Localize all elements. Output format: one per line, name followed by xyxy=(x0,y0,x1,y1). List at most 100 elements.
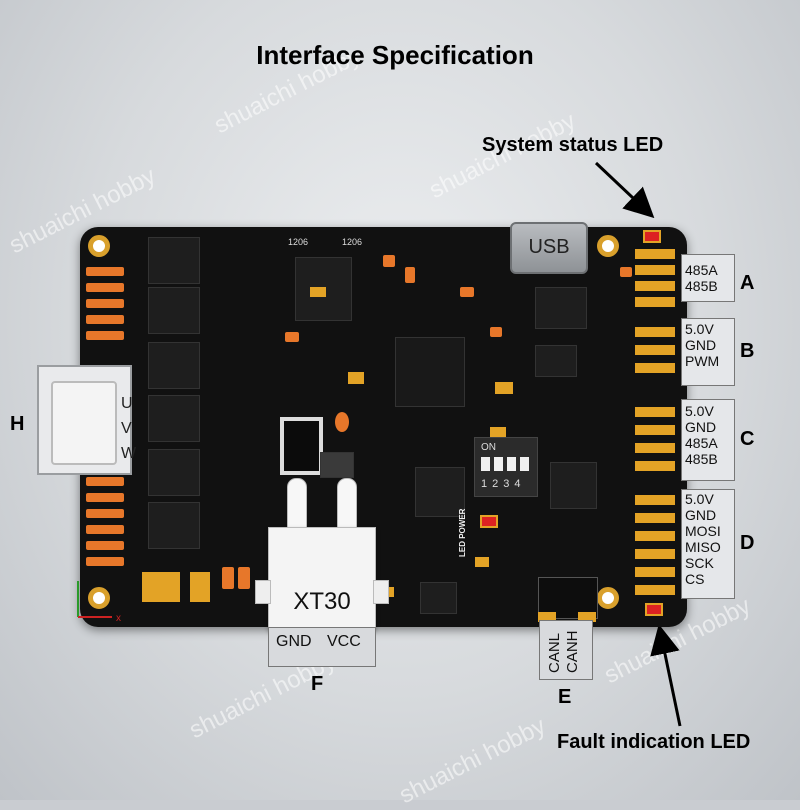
inductor xyxy=(320,452,354,478)
dip-switch-toggle xyxy=(507,457,516,471)
dip-switch-toggle xyxy=(494,457,503,471)
connector-pad xyxy=(635,513,675,523)
connector-pad xyxy=(635,549,675,559)
capacitor xyxy=(335,412,349,432)
capacitor xyxy=(238,567,250,589)
fault-indication-led-callout: Fault indication LED xyxy=(557,731,751,753)
pin-sck: SCK xyxy=(685,555,714,571)
connector-letter-b: B xyxy=(740,340,755,362)
capacitor xyxy=(86,267,124,276)
capacitor xyxy=(460,287,474,297)
led-power-label: LED POWER xyxy=(458,508,467,557)
pin-gnd: GND xyxy=(685,419,717,435)
ic-chip xyxy=(280,417,323,475)
pin-cs: CS xyxy=(685,571,705,587)
pin-gnd: GND xyxy=(685,507,717,523)
connector-pad xyxy=(635,265,675,275)
connector-a-pins: 485A 485B xyxy=(681,254,735,302)
xt30-connector: XT30 xyxy=(255,527,389,630)
xt30-label: XT30 xyxy=(293,588,351,615)
plug-housing xyxy=(51,381,117,465)
pin-gnd: GND xyxy=(685,337,717,353)
capacitor xyxy=(86,541,124,550)
pin-485a: 485A xyxy=(685,435,718,451)
svg-text:x: x xyxy=(116,613,121,624)
mounting-hole xyxy=(597,587,619,609)
pad xyxy=(142,572,180,602)
mounting-hole xyxy=(597,235,619,257)
ic-chip xyxy=(415,467,465,517)
connector-c-pins: 5.0V GND 485A 485B xyxy=(681,399,735,481)
pin-5v: 5.0V xyxy=(685,403,714,419)
xt30-tab-left xyxy=(255,580,271,604)
mounting-hole xyxy=(88,587,110,609)
connector-pad xyxy=(635,531,675,541)
mosfet-chip xyxy=(148,395,200,442)
dip-numbers: 1234 xyxy=(481,478,526,490)
pin-canh: CANH xyxy=(564,630,581,673)
capacitor xyxy=(405,267,415,283)
mosfet-chip xyxy=(148,342,200,389)
pin-485b: 485B xyxy=(685,278,718,294)
ic-chip xyxy=(420,582,457,614)
connector-letter-h: H xyxy=(10,413,25,435)
capacitor xyxy=(490,327,502,337)
mosfet-chip xyxy=(148,502,200,549)
capacitor xyxy=(86,315,124,324)
system-status-led xyxy=(643,230,661,243)
capacitor xyxy=(86,557,124,566)
capacitor xyxy=(86,283,124,292)
usb-connector: USB xyxy=(510,222,588,274)
pin-mosi: MOSI xyxy=(685,523,721,539)
connector-pad xyxy=(635,345,675,355)
connector-pad xyxy=(635,249,675,259)
capacitor xyxy=(222,567,234,589)
xt30-tab-right xyxy=(373,580,389,604)
pin-5v: 5.0V xyxy=(685,321,714,337)
silk-label: 1206 xyxy=(342,237,363,247)
fault-indication-led xyxy=(645,603,663,616)
pin-485b: 485B xyxy=(685,451,718,467)
pad xyxy=(190,572,210,602)
plug-letter-v: V xyxy=(121,420,132,437)
capacitor xyxy=(86,299,124,308)
dip-on-label: ON xyxy=(481,442,496,453)
pad xyxy=(490,427,506,439)
capacitor xyxy=(86,525,124,534)
capacitor xyxy=(285,332,299,342)
connector-pad xyxy=(635,407,675,417)
connector-letter-e: E xyxy=(558,686,572,708)
pin-5v: 5.0V xyxy=(685,491,714,507)
connector-pad xyxy=(635,461,675,471)
capacitor xyxy=(86,331,124,340)
connector-pad xyxy=(635,495,675,505)
mosfet-chip xyxy=(148,287,200,334)
mounting-hole xyxy=(88,235,110,257)
dip-switch-toggle xyxy=(520,457,529,471)
ic-chip xyxy=(535,287,587,329)
dip-switch-toggle xyxy=(481,457,490,471)
pad xyxy=(475,557,489,567)
connector-letter-c: C xyxy=(740,428,755,450)
page-title: Interface Specification xyxy=(256,40,534,70)
pin-vcc: VCC xyxy=(327,633,361,650)
capacitor xyxy=(620,267,632,277)
mcu-chip xyxy=(395,337,465,407)
connector-letter-d: D xyxy=(740,532,755,554)
connector-pad xyxy=(635,281,675,291)
connector-b-pins: 5.0V GND PWM xyxy=(681,318,735,386)
capacitor xyxy=(86,477,124,486)
e-pin-box: CANL CANH xyxy=(539,620,593,680)
plug-letter-w: W xyxy=(121,445,137,462)
pin-canl: CANL xyxy=(546,632,563,673)
pad xyxy=(310,287,326,297)
connector-pad xyxy=(635,567,675,577)
connector-pad xyxy=(635,327,675,337)
capacitor xyxy=(86,493,124,502)
connector-d-pins: 5.0V GND MOSI MISO SCK CS xyxy=(681,489,735,599)
axis-marker: x xyxy=(77,581,121,624)
f-pin-box: GND VCC xyxy=(268,627,376,667)
pad xyxy=(348,372,364,384)
connector-letter-a: A xyxy=(740,272,755,294)
can-pad xyxy=(538,612,556,622)
